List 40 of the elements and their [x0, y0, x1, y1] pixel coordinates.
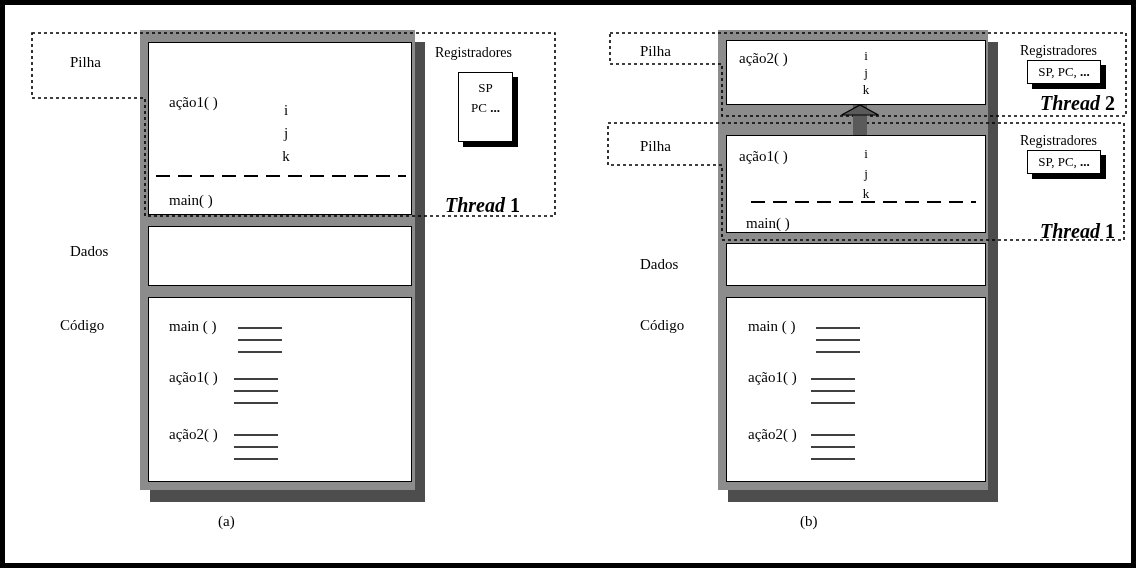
thread-label: Thread 1	[445, 194, 520, 216]
function-name: main( )	[746, 214, 790, 232]
stack-box	[726, 40, 986, 105]
thread-label: Thread 2	[1040, 92, 1115, 114]
arrow	[840, 104, 880, 135]
stack-box	[726, 135, 986, 233]
function-name: ação1( )	[169, 368, 218, 386]
function-name: main ( )	[748, 317, 796, 335]
function-name: ação2( )	[739, 49, 788, 67]
variable-list: i j k	[861, 47, 871, 98]
function-name: ação2( )	[169, 425, 218, 443]
figure-caption: (a)	[218, 512, 235, 530]
register-heading: Registradores	[1020, 132, 1097, 150]
segment-label: Dados	[640, 255, 679, 273]
function-name: ação1( )	[739, 147, 788, 165]
variable-list: i j k	[281, 99, 291, 168]
figure-caption: (b)	[800, 512, 818, 530]
register-heading: Registradores	[435, 44, 512, 62]
register-box: SP, PC, ...	[1027, 60, 1101, 84]
function-name: ação1( )	[169, 93, 218, 111]
stack-label: Pilha	[70, 53, 101, 71]
function-name: ação1( )	[748, 368, 797, 386]
data-box	[148, 226, 412, 286]
segment-label: Dados	[70, 242, 109, 260]
register-box: SP PC ...	[458, 72, 513, 142]
segment-label: Código	[640, 316, 685, 334]
data-box	[726, 243, 986, 286]
stack-box	[148, 42, 412, 215]
stack-label: Pilha	[640, 42, 671, 60]
function-name: main ( )	[169, 317, 217, 335]
register-heading: Registradores	[1020, 42, 1097, 60]
variable-list: i j k	[861, 144, 871, 204]
code-box	[726, 297, 986, 482]
stack-label: Pilha	[640, 137, 671, 155]
segment-label: Código	[60, 316, 105, 334]
function-name: main( )	[169, 191, 213, 209]
thread-label: Thread 1	[1040, 220, 1115, 242]
function-name: ação2( )	[748, 425, 797, 443]
code-box	[148, 297, 412, 482]
register-box: SP, PC, ...	[1027, 150, 1101, 174]
